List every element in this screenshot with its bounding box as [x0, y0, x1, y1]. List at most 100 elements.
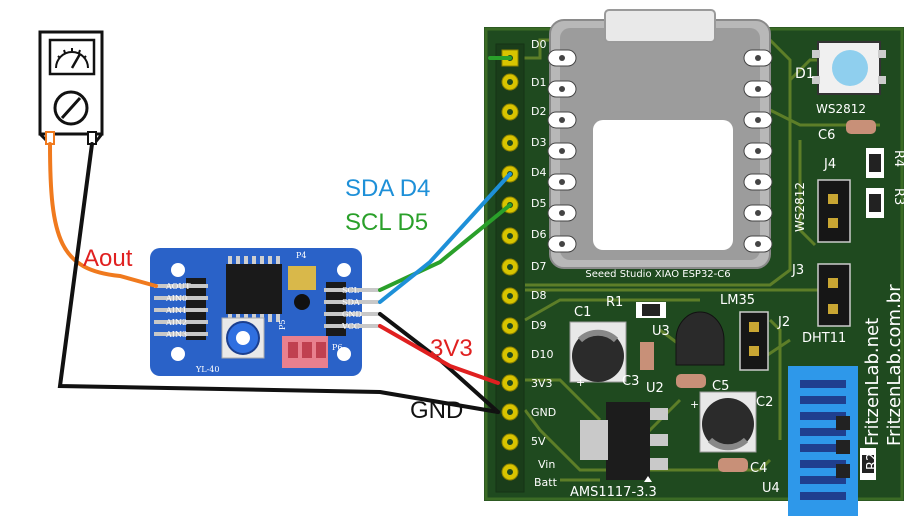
module-pin-label: AIN2 — [165, 318, 187, 327]
header-j4 — [817, 179, 851, 243]
label-j2: J2 — [777, 315, 790, 330]
pin-label: D5 — [531, 197, 546, 210]
label-j4: J4 — [823, 157, 836, 172]
rf-shield — [593, 120, 733, 250]
header-j2 — [739, 311, 769, 371]
label-fritzenlab-com-br: FritzenLab.com.br — [884, 284, 905, 446]
module-pin-label: VCC — [341, 322, 360, 331]
smd-parts — [636, 120, 884, 480]
pin-hole — [507, 469, 513, 475]
label-fritzenlab-net: FritzenLab.net — [862, 318, 883, 446]
lm35-sensor — [675, 311, 725, 366]
dht11-sensor — [788, 366, 858, 516]
pin-hole — [507, 380, 513, 386]
pin-label: D7 — [531, 260, 546, 273]
capacitor-c1 — [569, 321, 627, 383]
label-sda-d4: SDA D4 — [345, 175, 430, 202]
pin-hole — [507, 109, 513, 115]
pin-hole — [507, 409, 513, 415]
module-pin-label: AIN0 — [165, 294, 187, 303]
multimeter — [38, 30, 104, 146]
pin-hole — [507, 264, 513, 270]
pin-label: D9 — [531, 319, 546, 332]
label-p4: P4 — [296, 251, 306, 260]
wire-gnd-meter — [57, 142, 500, 414]
label-gnd: GND — [410, 397, 463, 424]
label-aout: Aout — [83, 245, 133, 272]
pin-hole — [507, 233, 513, 239]
pin-hole — [507, 293, 513, 299]
wire-aout — [48, 142, 158, 288]
label-r3: R3 — [891, 188, 906, 205]
label-p5: P5 — [278, 320, 287, 330]
label-d1: D1 — [795, 66, 815, 82]
module-pin-label: AIN3 — [165, 330, 187, 339]
pin-pads — [501, 49, 519, 481]
xiao-label: Seeed Studio XIAO ESP32-C6 — [585, 269, 730, 280]
label-3v3: 3V3 — [430, 335, 473, 362]
c5-capacitor — [676, 374, 706, 388]
pin-hole — [507, 79, 513, 85]
c4-capacitor — [718, 458, 748, 472]
module-pin-label: AOUT — [165, 282, 191, 291]
pin-label: D8 — [531, 289, 546, 302]
pin-label: 5V — [531, 435, 546, 448]
label-r2: R2 — [865, 453, 880, 470]
label-ws2812: WS2812 — [816, 102, 866, 116]
silkscreen-labels: D1 WS2812 C6 R4 J4 R3 WS2812 J3 C1 R1 LM… — [570, 66, 906, 500]
pin-label: GND — [531, 406, 556, 419]
led-lens — [832, 50, 868, 86]
label-u4: U4 — [762, 481, 780, 496]
label-j3: J3 — [791, 263, 804, 278]
wire-3v3 — [378, 324, 500, 385]
label-scl-d5: SCL D5 — [345, 209, 428, 236]
usb-c-connector — [604, 9, 716, 43]
pin-label: D0 — [531, 38, 546, 51]
label-c4: C4 — [750, 461, 767, 476]
module-pin-label: AIN1 — [165, 306, 187, 315]
module-pin-label: SDA — [342, 298, 360, 307]
pin-hole — [507, 352, 513, 358]
meter-display — [48, 38, 96, 76]
ws2812-led — [812, 41, 886, 95]
wire-sda — [378, 172, 512, 304]
pin-hole — [507, 140, 513, 146]
xiao-module: Seeed Studio XIAO ESP32-C6 — [547, 9, 773, 280]
label-c2: C2 — [756, 395, 773, 410]
pin-label: D2 — [531, 105, 546, 118]
module-pin-label: GND — [342, 310, 362, 319]
pin-label: D4 — [531, 166, 546, 179]
ams1117-regulator — [580, 402, 668, 482]
label-ws2812-vertical: WS2812 — [793, 182, 807, 232]
label-u3: U3 — [652, 324, 670, 339]
pin-label: Batt — [534, 476, 558, 489]
module-pin-label: SCL — [342, 286, 360, 295]
wires — [48, 56, 512, 414]
pin-label: Vin — [538, 458, 555, 471]
label-c2-plus: + — [690, 398, 699, 411]
label-p6: P6 — [332, 343, 342, 352]
label-c6: C6 — [818, 128, 835, 143]
label-ams1117: AMS1117-3.3 — [570, 485, 657, 500]
header-j3 — [817, 263, 851, 327]
label-r4: R4 — [891, 150, 906, 167]
c3-capacitor — [640, 342, 654, 370]
pin-hole — [507, 439, 513, 445]
label-c1: C1 — [574, 305, 591, 320]
pin-label: D1 — [531, 76, 546, 89]
label-c1-plus: + — [576, 376, 585, 389]
pin-label: D10 — [531, 348, 553, 361]
label-yl40: YL-40 — [195, 365, 219, 374]
pin-label: D3 — [531, 136, 546, 149]
label-c5: C5 — [712, 379, 729, 394]
pin-label: D6 — [531, 228, 546, 241]
wire-scl — [378, 203, 512, 292]
pin-label: 3V3 — [531, 377, 553, 390]
label-dht11: DHT11 — [802, 331, 846, 346]
label-lm35: LM35 — [720, 293, 755, 308]
c6-capacitor — [846, 120, 876, 134]
label-u2: U2 — [646, 381, 664, 396]
label-c3: C3 — [622, 374, 639, 389]
